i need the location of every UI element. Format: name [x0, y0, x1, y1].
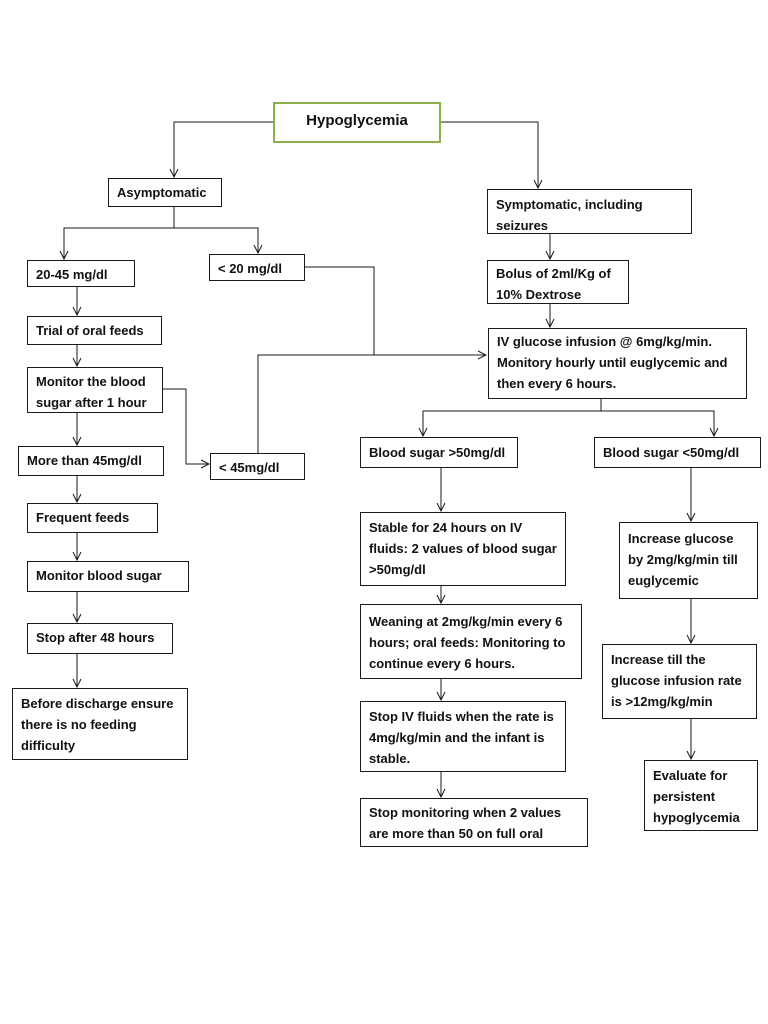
node-stable-24-hours: Stable for 24 hours on IV fluids: 2 valu…: [360, 512, 566, 586]
connector-less20-iv: [304, 266, 375, 355]
node-increase-glucose: Increase glucose by 2mg/kg/min till eugl…: [619, 522, 758, 599]
node-stop-iv-fluids: Stop IV fluids when the rate is 4mg/kg/m…: [360, 701, 566, 772]
connector-asym-split: [64, 206, 175, 259]
node-20-45: 20-45 mg/dl: [27, 260, 135, 287]
node-hypoglycemia: Hypoglycemia: [273, 102, 441, 143]
node-bolus: Bolus of 2ml/Kg of 10% Dextrose: [487, 260, 629, 304]
node-blood-sugar-gt50: Blood sugar >50mg/dl: [360, 437, 518, 468]
node-stop-monitoring: Stop monitoring when 2 values are more t…: [360, 798, 588, 847]
node-blood-sugar-lt50: Blood sugar <50mg/dl: [594, 437, 761, 468]
node-iv-infusion: IV glucose infusion @ 6mg/kg/min. Monito…: [488, 328, 747, 399]
node-weaning: Weaning at 2mg/kg/min every 6 hours; ora…: [360, 604, 582, 679]
node-stop-48-hours: Stop after 48 hours: [27, 623, 173, 654]
node-before-discharge: Before discharge ensure there is no feed…: [12, 688, 188, 760]
node-asymptomatic: Asymptomatic: [108, 178, 222, 207]
node-more-than-45: More than 45mg/dl: [18, 446, 164, 476]
connector-root-asymptomatic: [174, 121, 273, 177]
node-trial-oral-feeds: Trial of oral feeds: [27, 316, 162, 345]
connector-iv-split: [423, 398, 602, 436]
connector-asym-less20: [174, 227, 258, 253]
node-monitor-1-hour: Monitor the blood sugar after 1 hour: [27, 367, 163, 413]
node-evaluate: Evaluate for persistent hypoglycemia: [644, 760, 758, 831]
node-increase-till: Increase till the glucose infusion rate …: [602, 644, 757, 719]
node-symptomatic: Symptomatic, including seizures: [487, 189, 692, 234]
connector-monitor-less45: [163, 388, 209, 464]
node-less-45: < 45mg/dl: [210, 453, 305, 480]
node-frequent-feeds: Frequent feeds: [27, 503, 158, 533]
connector-less45-iv: [257, 355, 486, 453]
node-less-20: < 20 mg/dl: [209, 254, 305, 281]
connector-iv-lt50: [601, 410, 714, 436]
node-monitor-blood-sugar: Monitor blood sugar: [27, 561, 189, 592]
connector-root-symptomatic: [440, 121, 538, 188]
